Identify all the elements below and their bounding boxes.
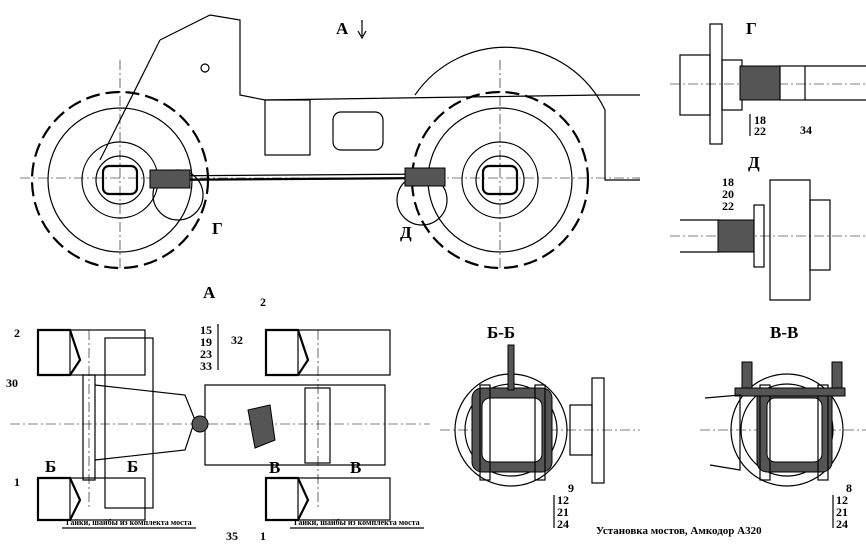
callout-d-label: Д bbox=[400, 223, 412, 242]
detail-d: Д 18 20 22 bbox=[670, 153, 866, 301]
view-direction-arrow-icon bbox=[357, 20, 367, 40]
section-bb-title: Б-Б bbox=[487, 323, 515, 342]
view-a-label: А bbox=[336, 19, 349, 38]
part-number: 18 bbox=[754, 113, 766, 127]
part-number: 12 bbox=[557, 493, 569, 507]
section-mark-b: Б bbox=[45, 457, 56, 476]
section-bb: Б-Б 9 12 21 24 bbox=[440, 323, 640, 531]
section-mark-b: Б bbox=[127, 457, 138, 476]
view-a-title: А bbox=[203, 283, 216, 302]
section-vv: В-В 8 12 21 24 bbox=[700, 323, 866, 531]
section-mark-v: В bbox=[350, 458, 361, 477]
part-number: 1 bbox=[260, 529, 266, 543]
top-view-a: А 2 30 1 Б Б 15 19 23 33 32 2 В В 35 1 Г… bbox=[6, 283, 430, 543]
rear-wheel bbox=[410, 90, 590, 270]
part-number: 35 bbox=[226, 529, 238, 543]
detail-g: Г 18 22 34 bbox=[670, 19, 866, 145]
detail-g-title: Г bbox=[746, 19, 757, 38]
part-number: 22 bbox=[754, 124, 766, 138]
part-number: 21 bbox=[557, 505, 569, 519]
part-number: 9 bbox=[568, 481, 574, 495]
part-number: 1 bbox=[14, 475, 20, 489]
part-number: 19 bbox=[200, 335, 212, 349]
note-nuts-washers: Гайки, шайбы из комплекта моста bbox=[66, 518, 192, 527]
part-number: 24 bbox=[836, 517, 848, 531]
part-number: 12 bbox=[836, 493, 848, 507]
part-number: 8 bbox=[846, 481, 852, 495]
part-number: 20 bbox=[722, 187, 734, 201]
part-number: 23 bbox=[200, 347, 212, 361]
part-number: 32 bbox=[231, 333, 243, 347]
drawing-caption: Установка мостов, Амкодор А320 bbox=[596, 525, 762, 537]
part-number: 30 bbox=[6, 376, 18, 390]
side-view: А Г Д bbox=[20, 14, 640, 270]
part-number: 33 bbox=[200, 359, 212, 373]
part-number: 2 bbox=[14, 326, 20, 340]
part-number: 21 bbox=[836, 505, 848, 519]
part-number: 24 bbox=[557, 517, 569, 531]
part-number: 2 bbox=[260, 295, 266, 309]
part-number: 15 bbox=[200, 323, 212, 337]
part-number: 34 bbox=[800, 123, 812, 137]
part-number: 22 bbox=[722, 199, 734, 213]
note-nuts-washers: Гайки, шайбы из комплекта моста bbox=[294, 518, 420, 527]
detail-d-title: Д bbox=[748, 153, 760, 172]
callout-g-label: Г bbox=[212, 219, 223, 238]
part-number: 18 bbox=[722, 175, 734, 189]
section-mark-v: В bbox=[269, 458, 280, 477]
section-vv-title: В-В bbox=[770, 323, 798, 342]
